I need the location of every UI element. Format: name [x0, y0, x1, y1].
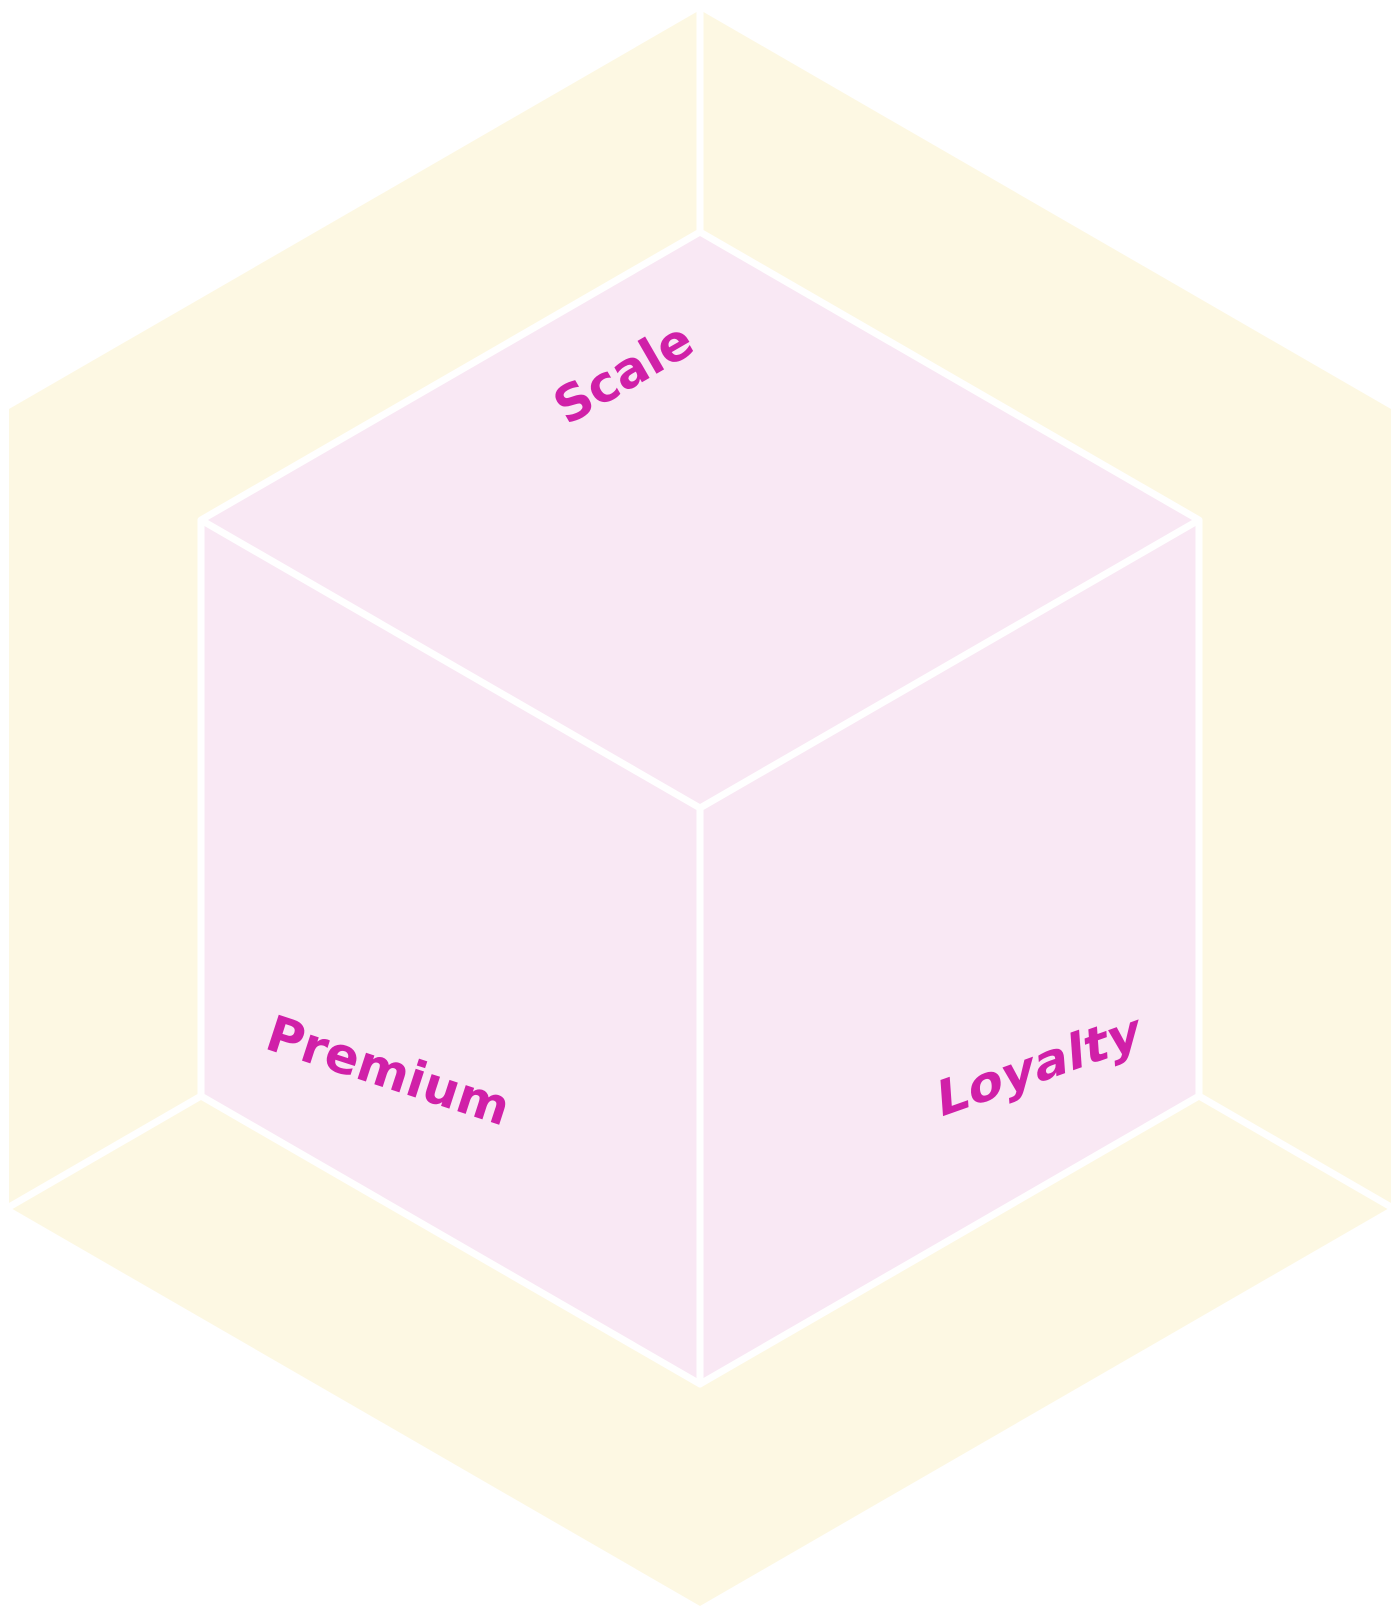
frame-divider-bottom-left	[5, 1092, 205, 1211]
frame-divider-bottom-right	[1195, 1092, 1395, 1211]
